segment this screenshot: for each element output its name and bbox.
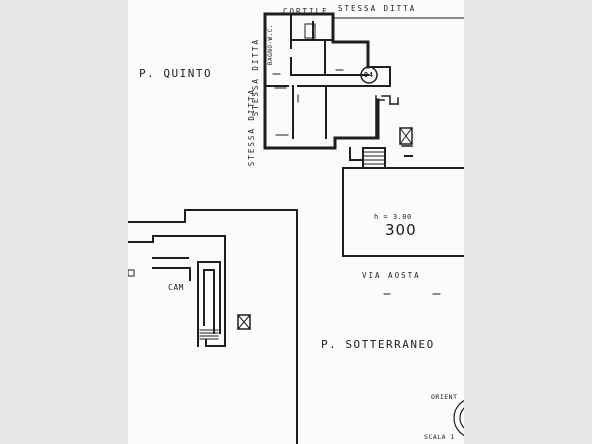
- floor-plan-drawing: [128, 12, 464, 444]
- courtyard-label: CORTILE: [283, 7, 329, 16]
- same-owner-top-label: STESSA DITTA: [338, 4, 417, 13]
- bathroom-label: BAGNO-W.C.: [267, 24, 274, 66]
- staircase-upper: [349, 147, 386, 169]
- compass: [453, 399, 464, 437]
- plan-sheet: P. QUINTO P. SOTTERRANEO CORTILE STESSA …: [128, 0, 464, 444]
- basement-walls: [128, 209, 298, 444]
- orientation-label: ORIENT: [431, 393, 458, 401]
- unit-number: 94: [364, 71, 374, 79]
- apartment-walls: [263, 12, 380, 150]
- handwritten-number: 300: [385, 221, 417, 239]
- street-label: VIA AOSTA: [362, 271, 421, 280]
- interior-walls: [264, 13, 391, 139]
- unit-circle: [360, 66, 378, 84]
- wall-details: [272, 23, 344, 136]
- building-block: [342, 167, 464, 257]
- cellar-label: CAM: [168, 283, 184, 292]
- scale-label: SCALA 1: [424, 433, 455, 441]
- landing: [375, 95, 413, 157]
- basement-details: [128, 269, 251, 340]
- floor-fifth-label: P. QUINTO: [139, 67, 213, 80]
- same-owner-side-label: STESSA DITTA: [247, 88, 256, 167]
- height-note: h = 3.00: [374, 213, 412, 221]
- floor-basement-label: P. SOTTERRANEO: [321, 338, 435, 351]
